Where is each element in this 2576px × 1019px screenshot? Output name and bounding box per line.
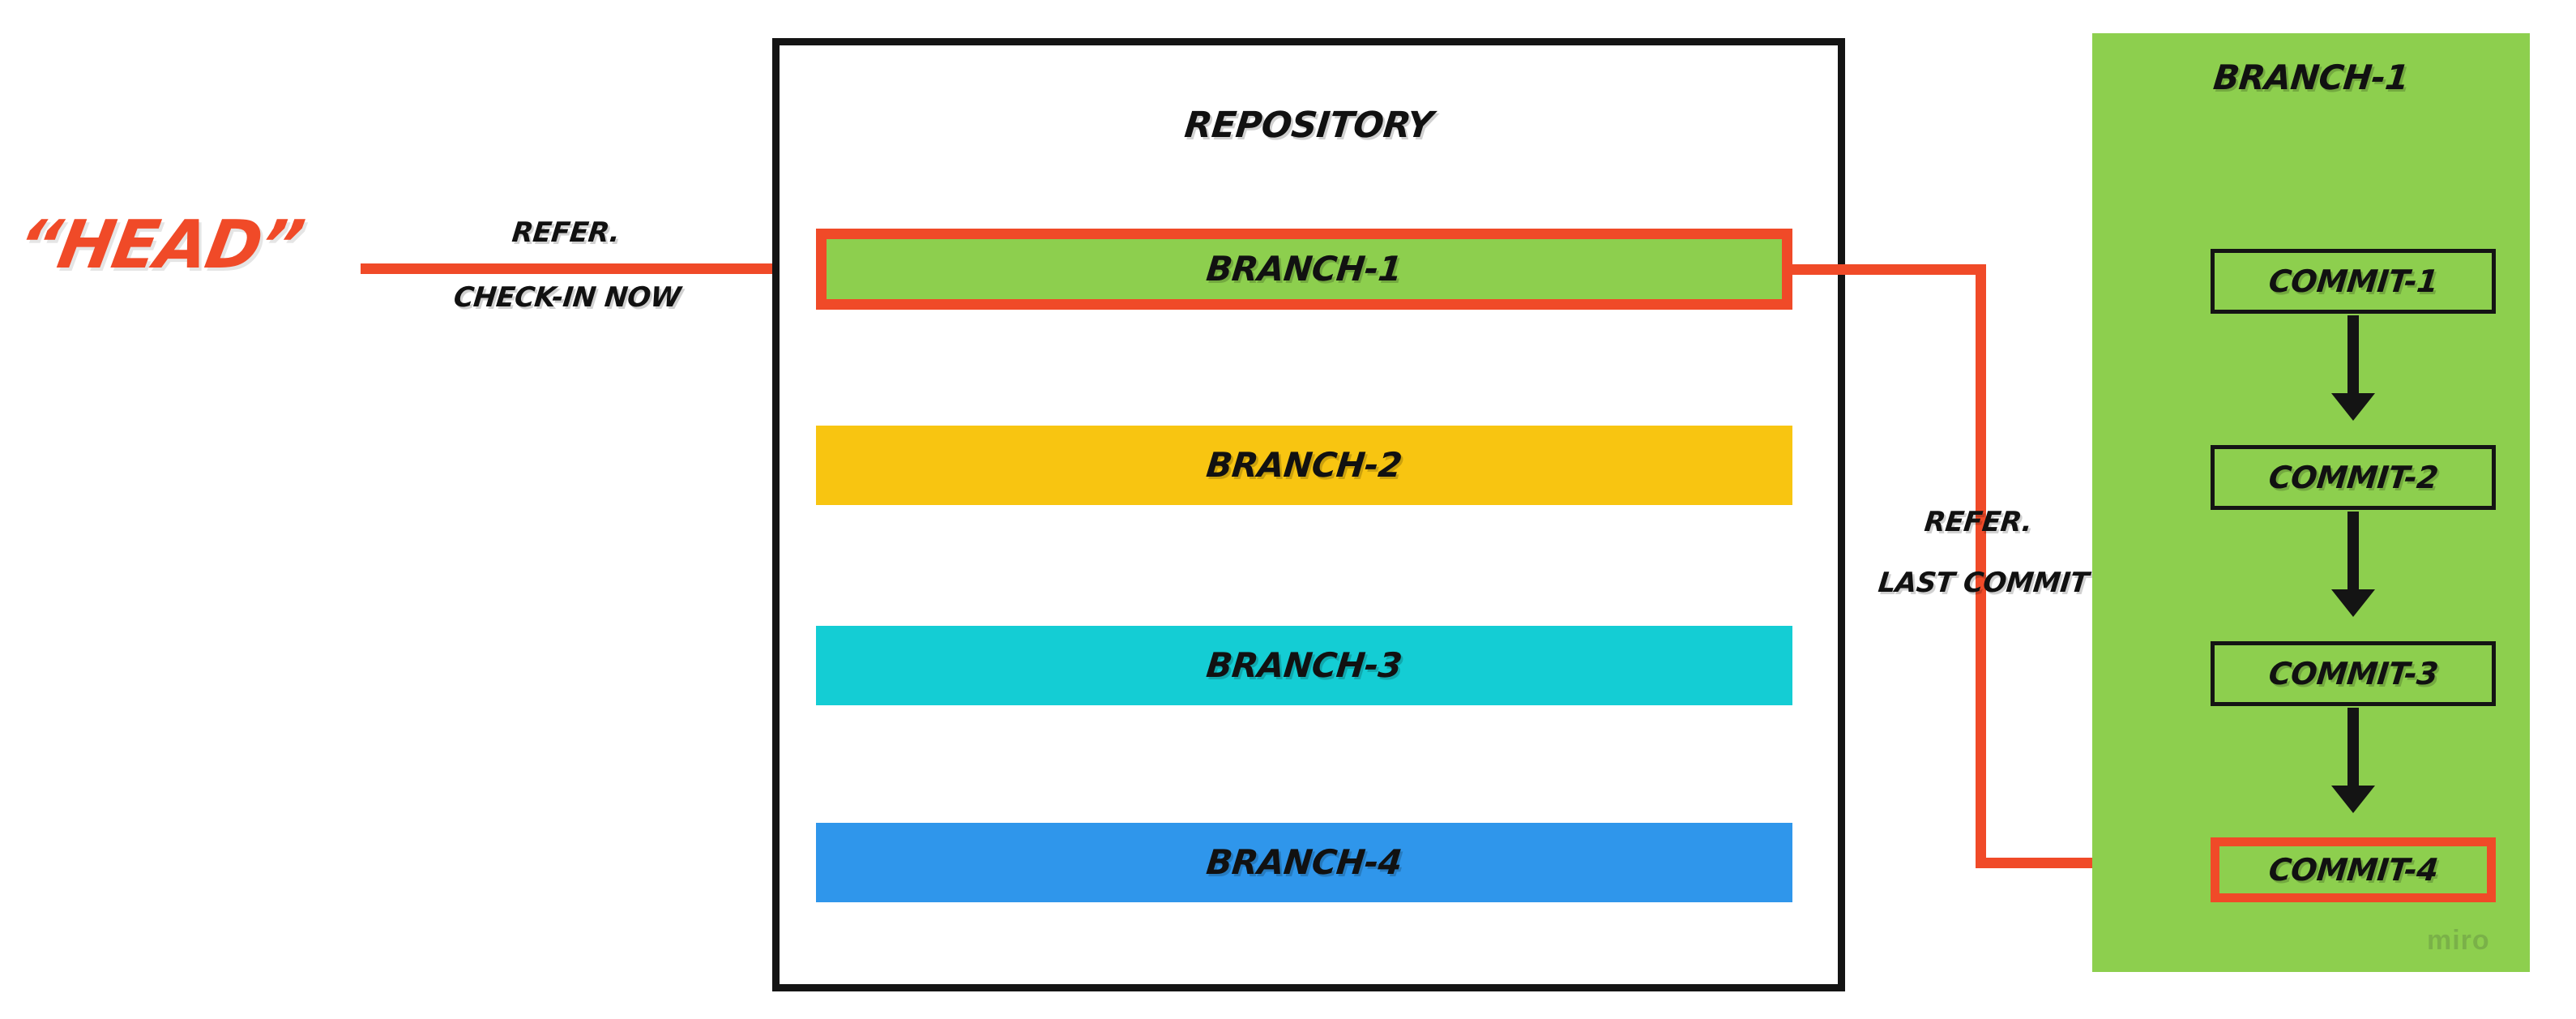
commit-box-1-label: COMMIT-1 xyxy=(2266,263,2440,299)
connector-line-top xyxy=(1788,264,1986,275)
arrow-down-icon xyxy=(2331,512,2375,617)
branch-bar-3-label: BRANCH-3 xyxy=(1204,645,1404,685)
head-arrow-label-line1: REFER. xyxy=(510,216,622,249)
commit-box-2[interactable]: COMMIT-2 xyxy=(2211,445,2496,510)
miro-watermark: miro xyxy=(2427,925,2490,956)
branch-bar-1-label: BRANCH-1 xyxy=(1204,249,1404,289)
commit-box-2-label: COMMIT-2 xyxy=(2266,460,2440,495)
commit-box-4[interactable]: COMMIT-4 xyxy=(2211,837,2496,902)
commit-box-3[interactable]: COMMIT-3 xyxy=(2211,641,2496,706)
branch-bar-3[interactable]: BRANCH-3 xyxy=(816,626,1792,705)
branch-bar-2-label: BRANCH-2 xyxy=(1204,445,1404,485)
head-arrow-label-line2: CHECK-IN NOW xyxy=(451,281,682,314)
head-arrow-line xyxy=(361,263,810,274)
arrow-down-icon xyxy=(2331,708,2375,813)
branch-bar-4-label: BRANCH-4 xyxy=(1204,842,1404,882)
commit-box-4-label: COMMIT-4 xyxy=(2266,852,2440,888)
branch-bar-1[interactable]: BRANCH-1 xyxy=(816,229,1792,310)
branch-bar-4[interactable]: BRANCH-4 xyxy=(816,823,1792,902)
commit-box-1[interactable]: COMMIT-1 xyxy=(2211,249,2496,314)
connector-label-line1: REFER. xyxy=(1922,506,2034,538)
commit-box-3-label: COMMIT-3 xyxy=(2266,656,2440,691)
repository-title: REPOSITORY xyxy=(1182,105,1435,146)
branch-panel-title: BRANCH-1 xyxy=(2211,58,2411,97)
branch-detail-panel: BRANCH-1 COMMIT-1 COMMIT-2 COMMIT-3 COMM… xyxy=(2092,33,2530,972)
head-label: “HEAD” xyxy=(11,207,309,284)
branch-bar-2[interactable]: BRANCH-2 xyxy=(816,426,1792,505)
arrow-down-icon xyxy=(2331,315,2375,421)
connector-label-line2: LAST COMMIT xyxy=(1876,567,2091,599)
connector-line-vertical xyxy=(1976,264,1986,868)
